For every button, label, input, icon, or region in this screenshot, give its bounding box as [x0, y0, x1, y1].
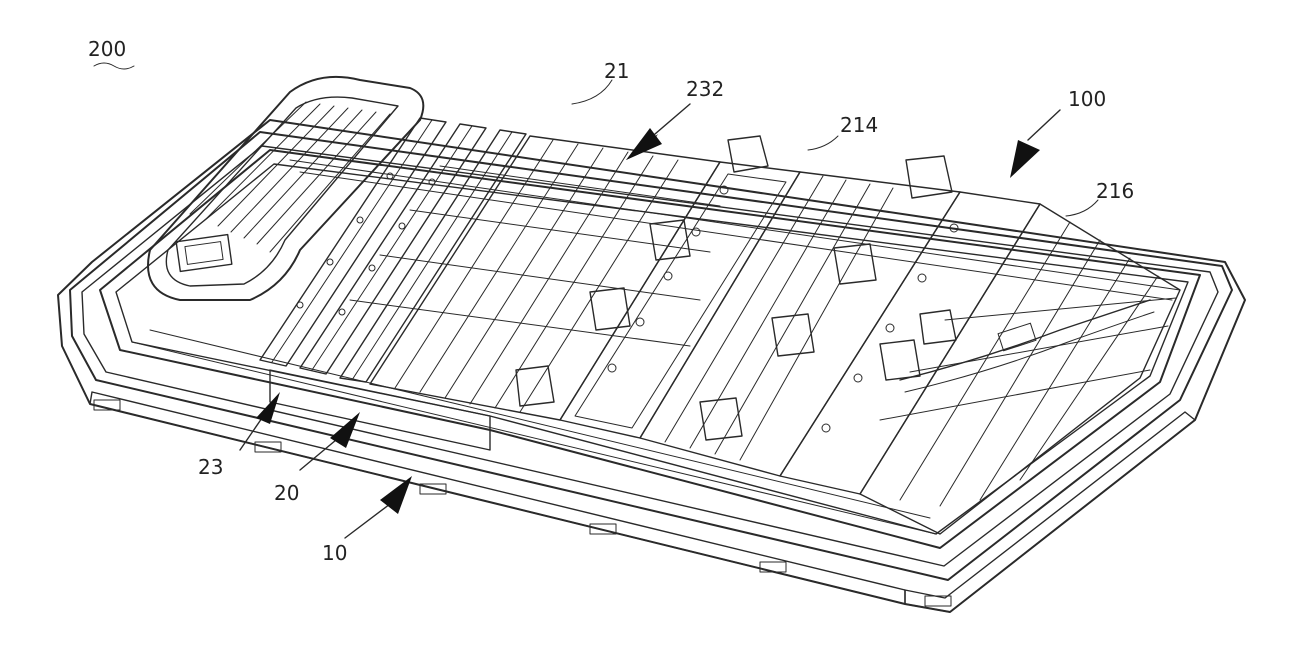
- end-cover: [147, 75, 425, 301]
- label-216: 216: [1096, 179, 1134, 203]
- label-100: 100: [1068, 87, 1106, 111]
- label-232: 232: [686, 77, 724, 101]
- label-20: 20: [274, 481, 299, 505]
- labels: 200 100 21 232 214 216 23 20 10: [88, 37, 1134, 565]
- label-21: 21: [604, 59, 629, 83]
- module-frame: [99, 149, 1201, 549]
- leaders: [93, 62, 1099, 539]
- label-200: 200: [88, 37, 126, 61]
- label-214: 214: [840, 113, 878, 137]
- mounting-brackets: [515, 135, 957, 441]
- tray-base: [57, 119, 1246, 613]
- label-23: 23: [198, 455, 223, 479]
- cell-bays: [349, 135, 1181, 535]
- label-10: 10: [322, 541, 347, 565]
